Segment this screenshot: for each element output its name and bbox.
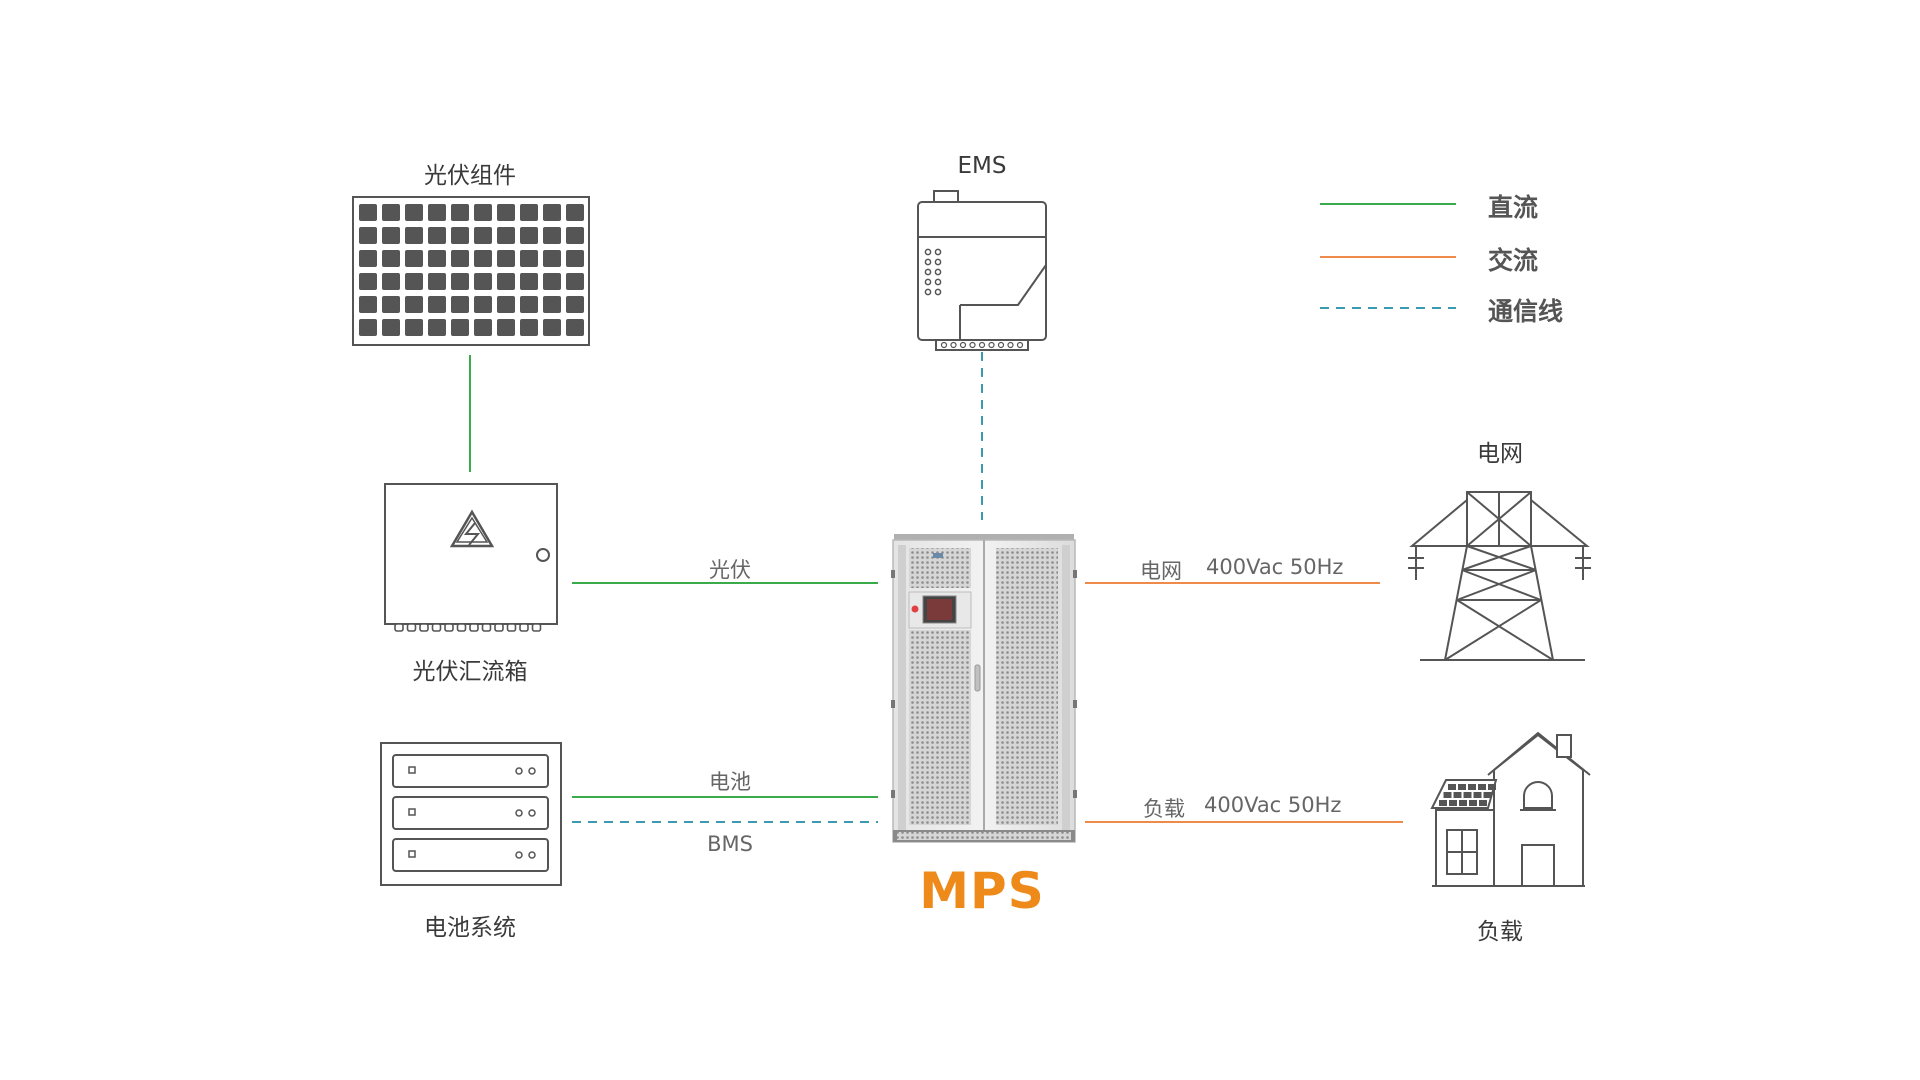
solar-panel-icon [352,196,590,346]
bms-line-label: BMS [707,832,753,856]
grid-line-label: 电网 [1140,559,1182,583]
legend-ac-label: 交流 [1488,246,1539,275]
transmission-tower-icon [1408,491,1591,661]
load-label: 负载 [1477,919,1523,945]
load-spec-label: 400Vac 50Hz [1204,793,1342,817]
load-line-label: 负载 [1143,797,1185,821]
grid-label: 电网 [1477,441,1523,467]
house-load-icon [1430,731,1591,887]
mps-cabinet-icon [891,534,1077,843]
battery-system-label: 电池系统 [424,915,516,941]
combiner-box-icon [384,483,558,632]
battery-line-label: 电池 [709,770,751,794]
pv-combiner-label: 光伏汇流箱 [412,659,528,685]
legend-comm-label: 通信线 [1488,297,1564,326]
grid-spec-label: 400Vac 50Hz [1206,555,1344,579]
pv-line-label: 光伏 [709,558,751,582]
pv-module-label: 光伏组件 [424,163,516,189]
ems-label: EMS [957,153,1007,179]
legend-dc-label: 直流 [1488,193,1539,222]
mps-brand-label: MPS [919,862,1045,920]
battery-rack-icon [380,742,562,886]
ems-device-icon [917,190,1047,351]
